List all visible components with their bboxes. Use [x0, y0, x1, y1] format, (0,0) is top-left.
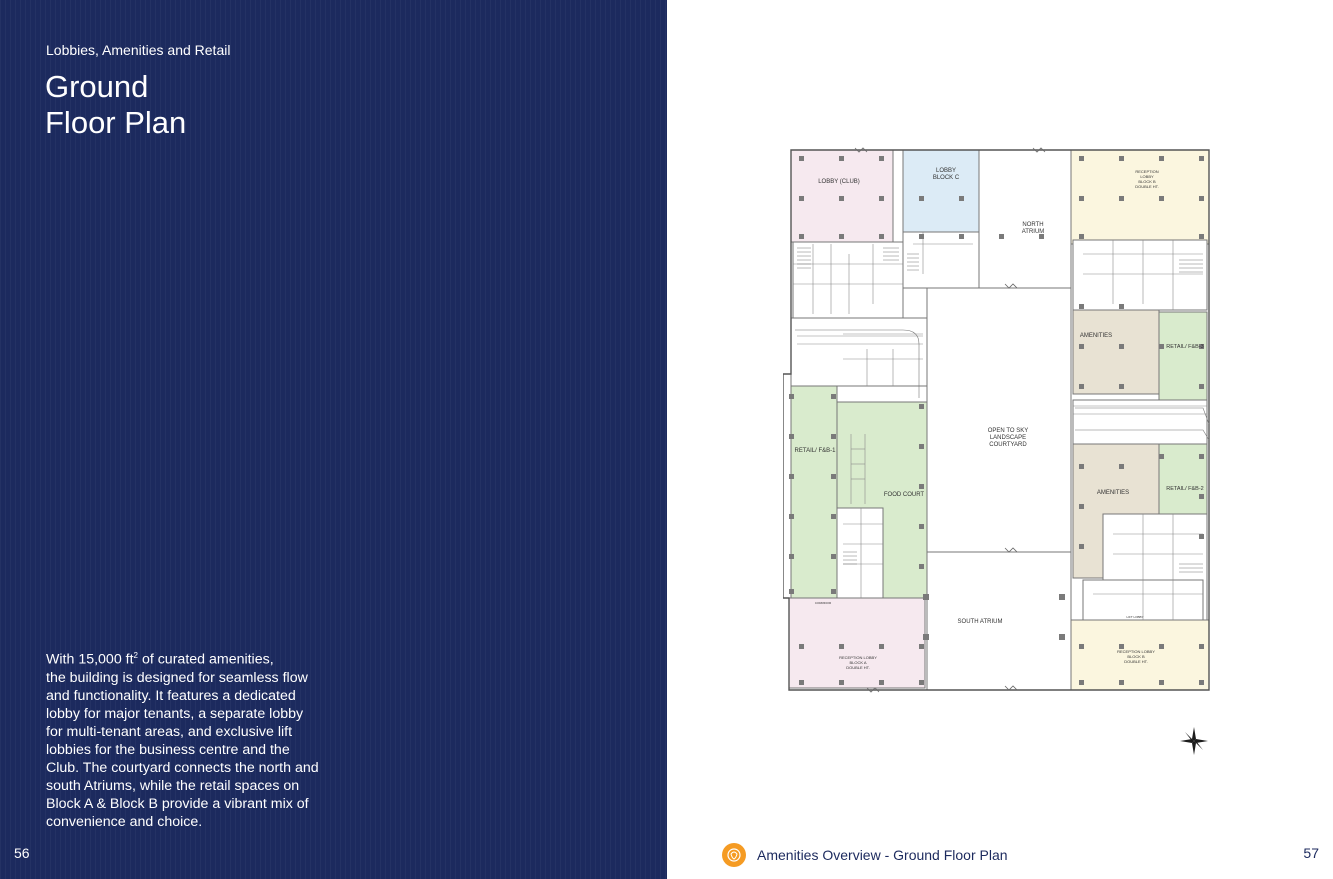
label-amenities-2: AMENITIES	[1097, 490, 1129, 496]
footer-title: Amenities Overview - Ground Floor Plan	[757, 847, 1008, 863]
label-north-atrium: ATRIUM	[1022, 229, 1045, 235]
label-reception-top: DOUBLE HT.	[1135, 184, 1159, 189]
label-reception-bl: DOUBLE HT.	[846, 665, 870, 670]
label-amenities-1: AMENITIES	[1080, 333, 1112, 339]
ground-floor-plan: LOBBY (CLUB) LOBBY BLOCK C NORTH ATRIUM …	[783, 147, 1210, 693]
body-line: south Atriums, while the retail spaces o…	[46, 777, 300, 794]
zone-courtyard	[926, 287, 1072, 553]
lion-crest-icon	[722, 843, 746, 867]
label-retail-fb3: RETAIL/ F&B-3	[1166, 344, 1204, 350]
label-corridor: CORRIDOR	[815, 601, 832, 605]
label-courtyard: COURTYARD	[989, 442, 1027, 448]
page-number-right: 57	[1303, 845, 1319, 861]
label-reception-top: BLOCK B	[1138, 179, 1156, 184]
label-reception-bl: BLOCK A	[849, 660, 866, 665]
page-number-left: 56	[14, 845, 30, 861]
zone-reception-bl	[788, 597, 926, 689]
label-retail-fb1: RETAIL/ F&B-1	[795, 448, 837, 454]
label-reception-top: LOBBY	[1140, 174, 1154, 179]
page-title: Ground Floor Plan	[45, 69, 186, 141]
label-reception-br: BLOCK B	[1127, 654, 1145, 659]
label-courtyard: LANDSCAPE	[990, 435, 1026, 441]
left-page: Lobbies, Amenities and Retail Ground Flo…	[0, 0, 667, 879]
body-line: lobbies for the business centre and the	[46, 741, 290, 758]
body-line: the building is designed for seamless fl…	[46, 669, 308, 686]
label-courtyard: OPEN TO SKY	[988, 428, 1028, 434]
body-line: lobby for major tenants, a separate lobb…	[46, 705, 304, 722]
label-reception-br: RECEPTION LOBBY	[1117, 649, 1155, 654]
body-paragraph: With 15,000 ft2 of curated amenities, th…	[46, 647, 346, 831]
section-kicker: Lobbies, Amenities and Retail	[46, 42, 231, 58]
zone-retail-fb1	[790, 385, 838, 599]
body-line: Block A & Block B provide a vibrant mix …	[46, 795, 309, 812]
footer: Amenities Overview - Ground Floor Plan	[722, 843, 1008, 867]
label-lift-lobby: LIFT LOBBY	[1127, 615, 1144, 619]
page-title-line-2: Floor Plan	[45, 105, 187, 140]
label-lobby-block-c: BLOCK C	[933, 175, 960, 181]
body-line: convenience and choice.	[46, 813, 203, 830]
zone-reception-br	[1070, 619, 1210, 691]
zone-north-atrium	[978, 149, 1072, 289]
label-reception-bl: RECEPTION LOBBY	[839, 655, 877, 660]
label-food-court: FOOD COURT	[884, 492, 925, 498]
north-arrow-icon	[1180, 727, 1208, 755]
label-reception-top: RECEPTION	[1135, 169, 1158, 174]
page-title-line-1: Ground	[45, 69, 149, 104]
label-retail-fb2: RETAIL/ F&B-2	[1166, 486, 1204, 492]
label-lobby-club: LOBBY (CLUB)	[818, 179, 860, 185]
body-line-1: With 15,000 ft2 of curated amenities,	[46, 651, 274, 668]
body-line: for multi-tenant areas, and exclusive li…	[46, 723, 293, 740]
body-line: and functionality. It features a dedicat…	[46, 687, 296, 704]
zone-reception-top	[1070, 149, 1210, 245]
zone-south-atrium	[926, 551, 1072, 691]
label-north-atrium: NORTH	[1022, 222, 1043, 228]
label-south-atrium: SOUTH ATRIUM	[958, 619, 1003, 625]
label-reception-br: DOUBLE HT.	[1124, 659, 1148, 664]
label-lobby-block-c: LOBBY	[936, 168, 956, 174]
body-line: Club. The courtyard connects the north a…	[46, 759, 319, 776]
